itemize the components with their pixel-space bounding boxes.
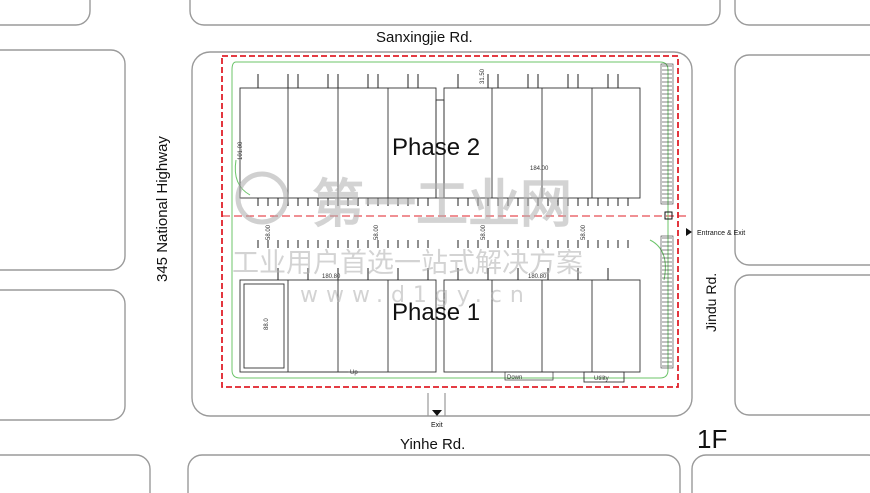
entrance-arrow-icon (686, 228, 692, 236)
block-top-right (734, 0, 870, 26)
block-right-lower (734, 274, 870, 416)
watermark: 第一工业网 工业用户首选一站式解决方案 www.d1gy.cn (232, 171, 583, 308)
entrance-exit-marker: Entrance & Exit (664, 211, 745, 237)
exit-marker: Exit (431, 410, 443, 429)
down-ramp (504, 371, 554, 381)
block-bottom-middle (187, 454, 681, 493)
exit-label: Exit (431, 422, 443, 429)
phase1-label: Phase 1 (392, 299, 480, 326)
block-bottom-left (0, 454, 151, 493)
ramp-annotations: Up Down Utility (290, 370, 625, 383)
green-belt-curve-west (234, 159, 251, 196)
phase1-west-inner (243, 283, 285, 369)
phase2-corridor (435, 99, 445, 199)
site-lot (191, 51, 693, 417)
floor-label: 1F (697, 424, 727, 454)
watermark-title: 第一工业网 (312, 175, 572, 235)
block-left-lower (0, 289, 126, 421)
south-road-label: Yinhe Rd. (400, 436, 465, 453)
east-road-label: Jindu Rd. (703, 273, 719, 332)
east-parking-strip-upper (660, 63, 674, 205)
dim-bay-1: 58.00 (374, 224, 380, 240)
watermark-url: www.d1gy.cn (300, 283, 532, 308)
entrance-exit-label: Entrance & Exit (697, 230, 745, 237)
block-left-upper (0, 49, 126, 271)
east-parking-strip-lower (660, 235, 674, 369)
dim-bay-2: 58.00 (481, 224, 487, 240)
east-parking (660, 63, 674, 369)
loading-docks (257, 74, 629, 280)
block-bottom-right (691, 454, 870, 493)
utility-label: Utility (594, 376, 609, 382)
dim-phase1-width-east: 180.80 (528, 274, 547, 280)
block-top-middle (189, 0, 721, 26)
green-belt-curve-east (649, 239, 666, 281)
dim-bay-4: 58.00 (266, 224, 272, 240)
phase2-buildings (239, 87, 641, 199)
block-right-upper (734, 54, 870, 266)
dim-phase1-depth: 88.0 (264, 318, 270, 330)
dim-phase2-top: 31.50 (480, 68, 486, 84)
down-label: Down (507, 375, 522, 381)
dim-phase1-width-west: 180.80 (322, 274, 341, 280)
property-boundary (221, 55, 679, 388)
east-parking-stripes (662, 65, 672, 367)
exit-arrow-icon (432, 410, 442, 416)
dim-phase2-width: 184.00 (530, 166, 549, 172)
up-label: Up (350, 370, 358, 376)
west-road-label: 345 National Highway (154, 136, 171, 282)
watermark-logo-icon (235, 171, 289, 225)
green-belt (231, 61, 669, 379)
green-belt-north (231, 61, 669, 379)
block-top-left (0, 0, 91, 26)
north-road-label: Sanxingjie Rd. (376, 29, 473, 46)
utility-box (583, 371, 625, 383)
gate-icon (664, 211, 673, 220)
phase2-label: Phase 2 (392, 134, 480, 161)
dimension-labels: 184.00 180.80 180.80 58.00 58.00 58.00 5… (238, 68, 587, 330)
dim-bay-3: 58.00 (581, 224, 587, 240)
dim-phase2-depth: 101.00 (238, 141, 244, 160)
watermark-slogan: 工业用户首选一站式解决方案 (232, 248, 583, 279)
